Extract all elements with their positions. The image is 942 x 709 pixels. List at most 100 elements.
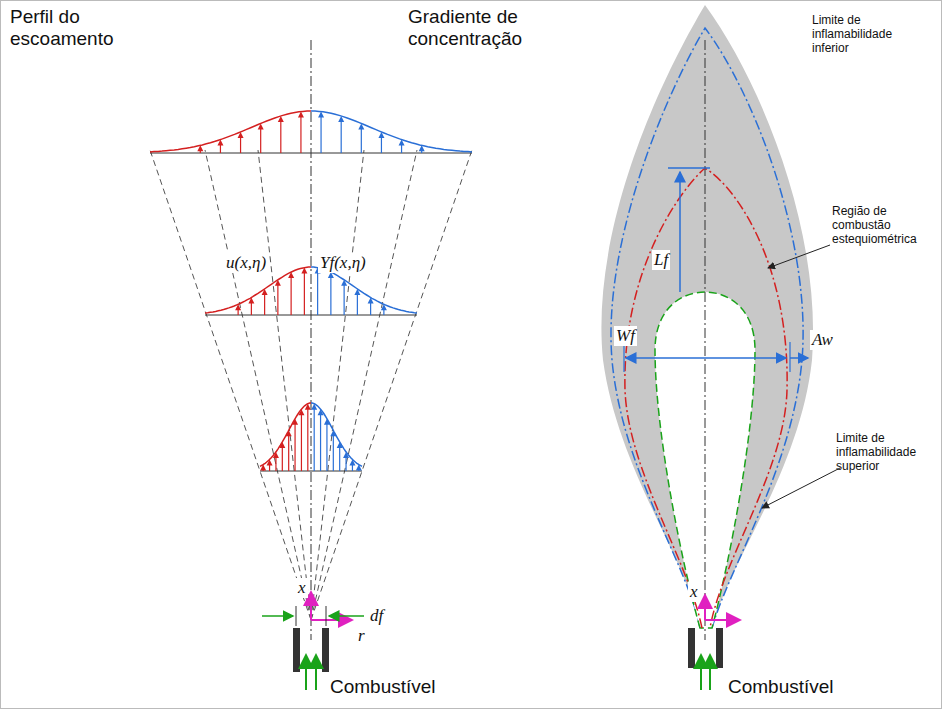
profile-arrow: [401, 145, 402, 153]
profile-curve: [311, 267, 417, 313]
profile-arrow: [300, 117, 301, 153]
profile-arrow: [220, 145, 221, 153]
profile-arrowhead: [235, 304, 241, 310]
profile-arrow: [294, 424, 295, 471]
region-label: Região de combustão estequiométrica: [832, 205, 932, 246]
profile-arrow: [320, 414, 321, 471]
profile-arrow: [320, 117, 321, 153]
profile-arrowhead: [292, 419, 298, 425]
profile-label: Yf(x,η): [318, 253, 368, 273]
profile-arrowhead: [324, 419, 330, 425]
profile-arrowhead: [267, 459, 273, 465]
profile-arrowhead: [311, 404, 317, 410]
profile-arrow: [301, 414, 302, 471]
profile-curve: [205, 267, 311, 313]
profile-arrow: [251, 302, 252, 315]
boundary-label: Limite de inflamabilidade superior: [836, 432, 936, 473]
profile-arrowhead: [238, 132, 244, 138]
profile-arrow: [307, 409, 308, 471]
profile-arrowhead: [288, 272, 294, 278]
profile-arrowhead: [197, 145, 203, 151]
profile-curve: [311, 403, 362, 466]
panel-title: Gradiente de concentração: [408, 6, 558, 50]
profile-arrow: [330, 277, 331, 315]
profile-arrowhead: [298, 112, 304, 118]
profile-base: [150, 153, 311, 154]
profile-arrow: [370, 302, 371, 315]
profile-arrow: [381, 137, 382, 153]
profile-arrow: [240, 137, 241, 153]
axis-label: x: [688, 582, 700, 602]
axis-label: r: [356, 626, 367, 646]
profile-arrow: [280, 121, 281, 153]
profile-arrowhead: [318, 112, 324, 118]
profile-base: [311, 315, 417, 316]
profile-arrowhead: [318, 409, 324, 415]
profile-arrow: [317, 273, 318, 315]
profile-arrow: [275, 457, 276, 471]
profile-arrowhead: [330, 430, 336, 436]
profile-arrow: [357, 294, 358, 315]
profile-arrowhead: [305, 404, 311, 410]
profile-arrowhead: [337, 442, 343, 448]
profile-curve: [260, 403, 311, 466]
dimension-label: Aw: [810, 330, 835, 350]
profile-arrowhead: [378, 132, 384, 138]
boundary-label: Limite de inflamabilidade inferior: [812, 14, 922, 55]
profile-label: u(x,η): [224, 253, 268, 273]
profile-arrowhead: [343, 452, 349, 458]
profile-arrow: [304, 273, 305, 315]
dimension-label: df: [368, 606, 385, 626]
profile-arrowhead: [262, 289, 268, 295]
profile-arrowhead: [275, 280, 281, 286]
profile-arrowhead: [258, 123, 264, 129]
dimension-label: Wf: [614, 326, 637, 346]
profile-arrowhead: [217, 140, 223, 146]
profile-arrow: [260, 128, 261, 153]
profile-arrowhead: [248, 297, 254, 303]
profile-curve: [311, 111, 472, 152]
inlet-label: Combustível: [728, 676, 834, 698]
profile-arrowhead: [278, 116, 284, 122]
profile-arrowhead: [286, 430, 292, 436]
profile-arrowhead: [399, 140, 405, 146]
profile-arrow: [277, 285, 278, 315]
dimension-label: Lf: [652, 250, 670, 270]
profile-arrowhead: [338, 116, 344, 122]
profile-arrowhead: [298, 409, 304, 415]
profile-arrowhead: [358, 123, 364, 129]
profile-arrowhead: [419, 145, 425, 151]
axis-label: x: [296, 578, 308, 598]
profile-arrowhead: [279, 442, 285, 448]
profile-curve: [150, 111, 311, 152]
profile-arrow: [291, 277, 292, 315]
profile-arrowhead: [368, 297, 374, 303]
profile-arrow: [341, 121, 342, 153]
profile-arrowhead: [260, 465, 266, 471]
profile-arrow: [361, 128, 362, 153]
profile-arrowhead: [273, 452, 279, 458]
profile-arrow: [344, 285, 345, 315]
profile-arrowhead: [381, 304, 387, 310]
profile-arrow: [339, 447, 340, 471]
profile-base: [311, 471, 362, 472]
profile-arrow: [326, 424, 327, 471]
profile-arrowhead: [328, 272, 334, 278]
profile-arrow: [345, 457, 346, 471]
profile-arrow: [333, 435, 334, 471]
profile-arrow: [288, 435, 289, 471]
profile-arrow: [314, 409, 315, 471]
profile-arrow: [264, 294, 265, 315]
profile-base: [205, 315, 311, 316]
profile-arrowhead: [354, 289, 360, 295]
profile-base: [311, 153, 472, 154]
profile-arrow: [282, 447, 283, 471]
profile-arrowhead: [301, 268, 307, 274]
profile-arrowhead: [341, 280, 347, 286]
panel-title: Perfil do escoamento: [10, 6, 180, 50]
inlet-label: Combustível: [330, 676, 436, 698]
profile-arrowhead: [349, 459, 355, 465]
profile-base: [260, 471, 311, 472]
profile-arrowhead: [356, 465, 362, 471]
